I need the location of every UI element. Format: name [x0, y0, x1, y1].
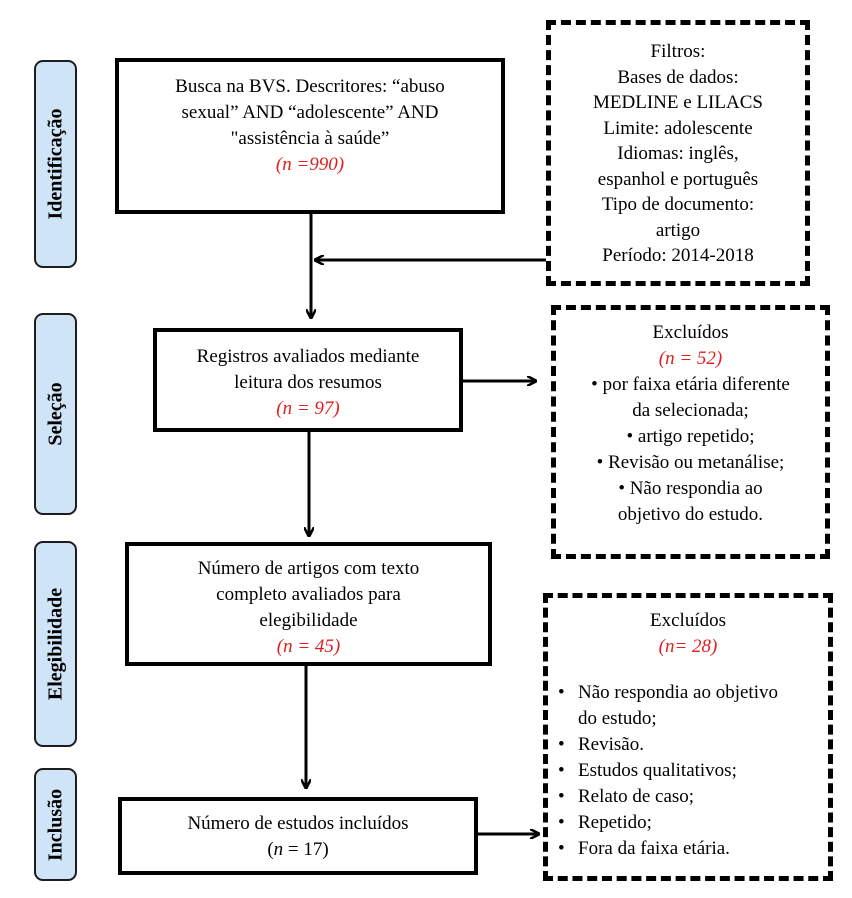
excluidos-elegibilidade-box: Excluídos (n= 28) Não respondia ao objet…: [543, 593, 833, 881]
stage-elegibilidade: Elegibilidade: [34, 541, 77, 747]
filtros-line-3: MEDLINE e LILACS: [593, 92, 763, 113]
filtros-line-1: Filtros:: [650, 41, 706, 62]
incluidos-count: (n = 17): [122, 837, 474, 863]
excluidos-selecao-title: Excluídos: [652, 322, 729, 343]
incluidos-line: Número de estudos incluídos: [187, 813, 409, 834]
busca-box: Busca na BVS. Descritores: “abuso sexual…: [115, 58, 505, 214]
busca-line-1: Busca na BVS. Descritores: “abuso: [175, 76, 445, 97]
incluidos-count-open: (: [267, 839, 274, 860]
incluidos-count-rest: = 17): [283, 839, 329, 860]
stage-elegibilidade-label: Elegibilidade: [44, 587, 66, 701]
list-item-continuation: do estudo;: [548, 706, 828, 732]
excluidos-selecao-line-2: da selecionada;: [632, 400, 749, 421]
excluidos-selecao-line-1: • por faixa etária diferente: [591, 374, 790, 395]
excluidos-elegibilidade-count: (n= 28): [658, 636, 718, 657]
elegibilidade-line-2: completo avaliados para: [216, 584, 401, 605]
excluidos-elegibilidade-list: Não respondia ao objetivo do estudo; Rev…: [548, 680, 828, 862]
list-item: Relato de caso;: [548, 784, 828, 810]
registros-line-1: Registros avaliados mediante: [196, 346, 420, 367]
list-item: Fora da faixa etária.: [548, 836, 828, 862]
elegibilidade-line-1: Número de artigos com texto: [197, 558, 420, 579]
list-item: Não respondia ao objetivo: [548, 680, 828, 706]
stage-identificacao: Identificação: [34, 60, 77, 268]
filtros-line-5: Idiomas: inglês,: [617, 143, 739, 164]
stage-selecao-label: Seleção: [44, 382, 66, 446]
excluidos-selecao-line-6: objetivo do estudo.: [617, 504, 764, 525]
excluidos-selecao-line-3: • artigo repetido;: [626, 426, 755, 447]
filtros-line-9: Período: 2014-2018: [602, 245, 754, 266]
registros-count: (n = 97): [276, 398, 340, 419]
stage-identificacao-label: Identificação: [44, 108, 66, 220]
excluidos-selecao-count: (n = 52): [658, 348, 723, 369]
stage-inclusao: Inclusão: [34, 768, 77, 881]
filtros-line-6: espanhol e português: [597, 168, 759, 190]
filtros-line-4: Limite: adolescente: [603, 117, 753, 139]
list-item: Repetido;: [548, 810, 828, 836]
filtros-line-7: Tipo de documento:: [601, 194, 755, 215]
incluidos-box: Número de estudos incluídos (n = 17): [118, 797, 478, 875]
list-item: Revisão.: [548, 732, 828, 758]
elegibilidade-line-3: elegibilidade: [259, 610, 358, 631]
stage-inclusao-label: Inclusão: [44, 788, 66, 861]
elegibilidade-count: (n = 45): [276, 636, 341, 657]
list-item-continuation-text: do estudo;: [578, 708, 657, 729]
filtros-line-8: artigo: [655, 219, 701, 241]
busca-count: (n =990): [275, 154, 345, 175]
filtros-line-2: Bases de dados:: [617, 66, 739, 88]
stage-selecao: Seleção: [34, 313, 77, 515]
busca-line-2: sexual” AND “adolescente” AND: [181, 102, 439, 123]
filtros-box: Filtros: Bases de dados: MEDLINE e LILAC…: [546, 20, 810, 286]
busca-line-3: "assistência à saúde”: [230, 128, 390, 149]
excluidos-selecao-line-4: • Revisão ou metanálise;: [596, 452, 785, 473]
excluidos-selecao-line-5: • Não respondia ao: [618, 478, 763, 499]
incluidos-count-var: n: [273, 839, 284, 860]
elegibilidade-box: Número de artigos com texto completo ava…: [125, 542, 492, 666]
excluidos-selecao-box: Excluídos (n = 52) • por faixa etária di…: [551, 305, 830, 559]
registros-line-2: leitura dos resumos: [234, 372, 382, 393]
list-item: Estudos qualitativos;: [548, 758, 828, 784]
excluidos-elegibilidade-title: Excluídos: [650, 610, 726, 631]
registros-box: Registros avaliados mediante leitura dos…: [153, 328, 463, 432]
